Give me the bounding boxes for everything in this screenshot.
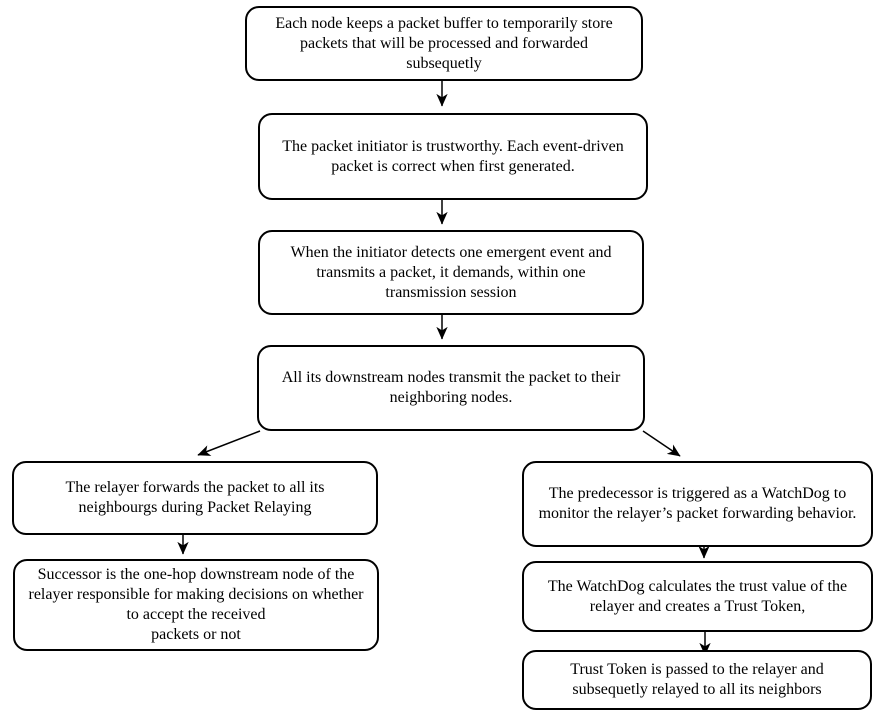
flow-node-downstream-transmit: All its downstream nodes transmit the pa… (257, 345, 645, 431)
flow-node-watchdog-trust-token: The WatchDog calculates the trust value … (522, 561, 873, 632)
arrow-downstream-to-watchdog (642, 430, 681, 457)
flow-node-successor-decision: Successor is the one-hop downstream node… (13, 559, 379, 651)
flow-node-trust-token-passed: Trust Token is passed to the relayer and… (522, 650, 872, 710)
flow-node-initiator-trustworthy: The packet initiator is trustworthy. Eac… (258, 113, 648, 200)
flow-node-packet-buffer: Each node keeps a packet buffer to tempo… (245, 6, 643, 81)
flow-node-emergent-event: When the initiator detects one emergent … (258, 230, 644, 315)
flow-node-relayer-forwards: The relayer forwards the packet to all i… (12, 461, 378, 535)
arrow-downstream-to-relayer (197, 430, 261, 456)
flow-node-predecessor-watchdog: The predecessor is triggered as a WatchD… (522, 461, 873, 547)
